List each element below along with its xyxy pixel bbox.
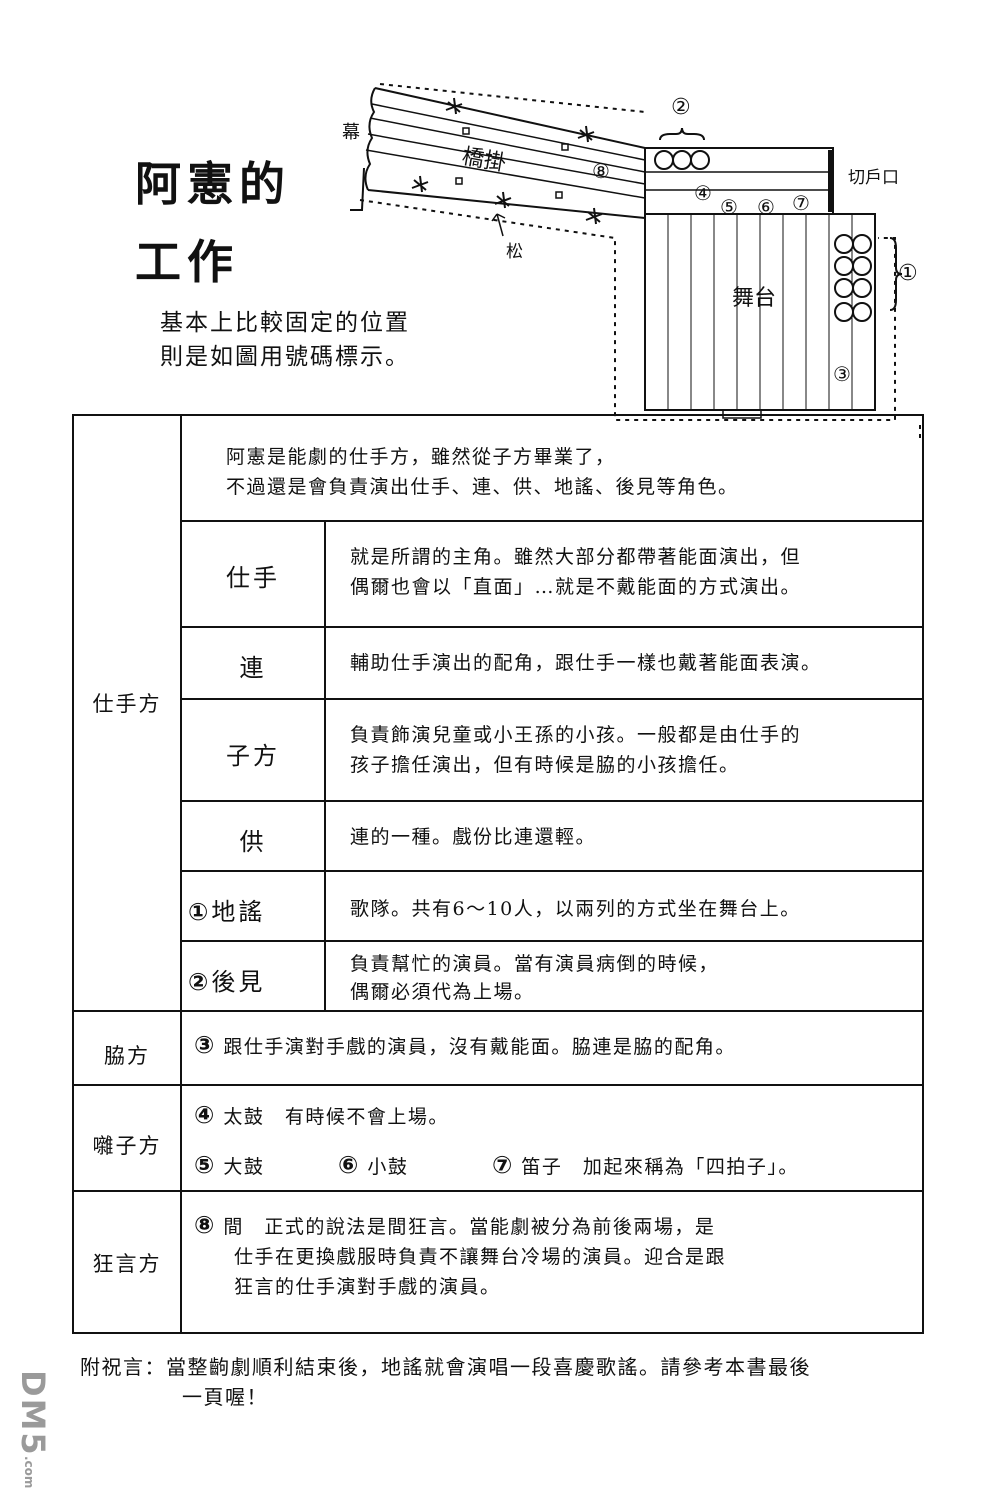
role-tsure-desc: 輔助仕手演出的配角，跟仕手一樣也戴著能面表演。 <box>350 652 822 674</box>
kyogenkata-desc: ⑧ 間 正式的說法是間狂言。當能劇被分為前後兩場，是 仕手在更換戲服時負責不讓舞… <box>194 1211 727 1298</box>
page-title: 阿憲的 工作 <box>135 148 291 292</box>
mark-4: ④ <box>694 181 712 205</box>
pine-tree-icon <box>411 97 603 225</box>
role-shite: 仕手 <box>226 564 280 592</box>
title-line-1: 阿憲的 <box>135 157 291 211</box>
mark-8: ⑧ <box>592 159 610 183</box>
category-kyogenkata: 狂言方 <box>92 1252 162 1276</box>
mark-1: ① <box>898 261 918 286</box>
label-butai: 舞台 <box>732 286 776 311</box>
role-tomo-desc: 連的一種。戲份比連還輕。 <box>350 826 597 848</box>
mark-3: ③ <box>833 362 851 386</box>
hayashi-row-2a: ⑤ 大鼓 <box>194 1151 265 1179</box>
intro-text: 基本上比較固定的位置 則是如圖用號碼標示。 <box>160 306 410 374</box>
intro-line-2: 則是如圖用號碼標示。 <box>160 344 410 370</box>
role-shite-desc: 就是所謂的主角。雖然大部分都帶著能面演出，但 偶爾也會以「直面」…就是不戴能面的… <box>350 546 802 598</box>
mark-5: ⑤ <box>720 195 738 219</box>
intro-line-1: 基本上比較固定的位置 <box>160 310 410 336</box>
watermark-sub: .com <box>22 1456 36 1489</box>
role-koken-desc: 負責幫忙的演員。當有演員病倒的時候， 偶爾必須代為上場。 <box>350 953 720 1003</box>
label-hashigakari: 橋掛 <box>460 144 508 176</box>
label-maku: 幕 <box>342 122 360 143</box>
role-jiutai: ①地謠 <box>188 898 266 926</box>
role-tomo: 供 <box>239 828 267 856</box>
stage-diagram: 幕 橋掛 松 切戶口 舞台 ① ② ③ ④ ⑤ ⑥ ⑦ ⑧ <box>342 83 921 440</box>
mark-2: ② <box>671 95 691 120</box>
role-jiutai-desc: 歌隊。共有6～10人，以兩列的方式坐在舞台上。 <box>350 898 801 920</box>
mark-6: ⑥ <box>757 195 775 219</box>
category-hayashikata: 囃子方 <box>92 1134 162 1158</box>
role-tsure: 連 <box>239 654 267 682</box>
label-matsu: 松 <box>506 242 523 262</box>
hayashi-row-2c: ⑦ 笛子 加起來稱為「四拍子」。 <box>492 1151 799 1179</box>
role-koken: ②後見 <box>188 968 266 996</box>
watermark-logo: DM5 <box>14 1370 52 1457</box>
shitekata-intro: 阿憲是能劇的仕手方，雖然從子方畢業了， 不過還是會負責演出仕手、連、供、地謠、後… <box>226 446 739 498</box>
footnote: 附祝言：當整齣劇順利結束後，地謠就會演唱一段喜慶歌謠。請參考本書最後 一頁喔！ <box>80 1355 811 1409</box>
hayashi-row-1: ④ 太鼓 有時候不會上場。 <box>194 1101 449 1129</box>
hayashi-row-2b: ⑥ 小鼓 <box>338 1151 409 1179</box>
wakikata-desc: ③ 跟仕手演對手戲的演員，沒有戴能面。脇連是脇的配角。 <box>194 1031 736 1059</box>
shitekata-intro-cell <box>180 414 924 522</box>
category-shitekata: 仕手方 <box>92 692 162 716</box>
category-wakikata: 脇方 <box>104 1044 150 1068</box>
mark-7: ⑦ <box>792 191 810 215</box>
role-kokata-desc: 負責飾演兒童或小王孫的小孩。一般都是由仕手的 孩子擔任演出，但有時候是脇的小孩擔… <box>350 724 802 776</box>
role-kokata: 子方 <box>226 742 280 770</box>
title-line-2: 工作 <box>135 235 239 289</box>
label-kirido: 切戶口 <box>848 168 899 188</box>
